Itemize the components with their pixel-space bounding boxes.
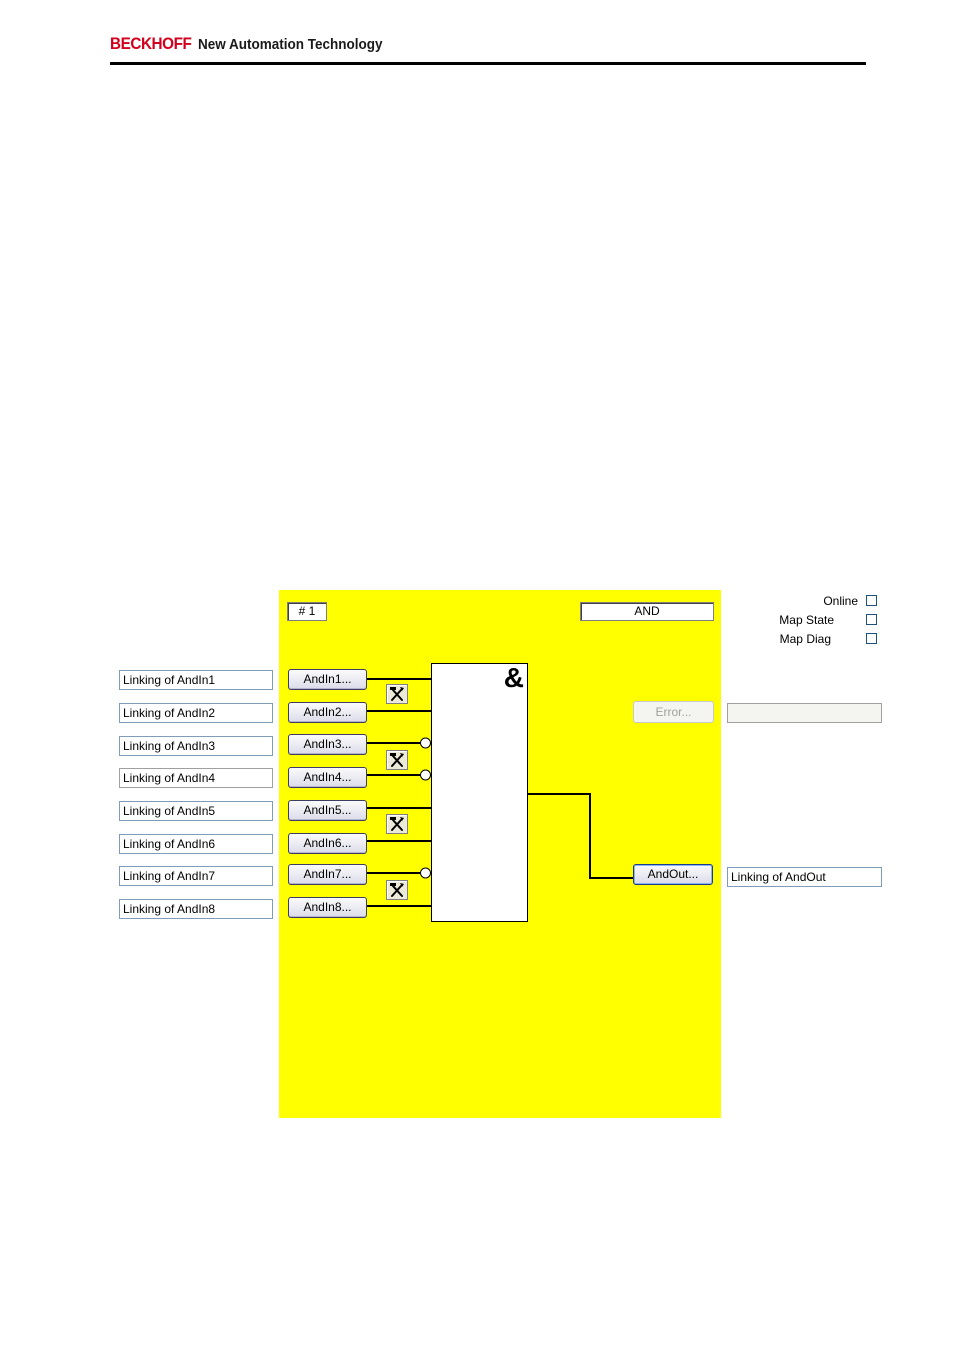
link-field-andin7[interactable]: Linking of AndIn7 bbox=[119, 866, 273, 886]
header-divider bbox=[110, 62, 866, 65]
online-checkbox[interactable] bbox=[866, 595, 877, 606]
block-type-field[interactable]: AND bbox=[580, 602, 714, 621]
andin2-button[interactable]: AndIn2... bbox=[288, 702, 367, 723]
hammer-wrench-icon bbox=[390, 817, 404, 831]
invert-marker-7 bbox=[420, 867, 431, 879]
invert-marker-3 bbox=[420, 737, 431, 749]
link-field-andin1[interactable]: Linking of AndIn1 bbox=[119, 670, 273, 690]
andin3-button[interactable]: AndIn3... bbox=[288, 734, 367, 755]
link-field-andin2[interactable]: Linking of AndIn2 bbox=[119, 703, 273, 723]
link-field-andin4[interactable]: Linking of AndIn4 bbox=[119, 768, 273, 788]
online-label: Online bbox=[823, 594, 858, 608]
hammer-wrench-icon bbox=[390, 883, 404, 897]
config-pair-5-6-button[interactable] bbox=[386, 814, 408, 834]
error-button: Error... bbox=[633, 701, 714, 723]
link-field-andin6[interactable]: Linking of AndIn6 bbox=[119, 834, 273, 854]
brand-tagline: New Automation Technology bbox=[198, 36, 383, 53]
invert-marker-4 bbox=[420, 769, 431, 781]
and-gate-symbol: & bbox=[503, 662, 524, 693]
and-gate-block: & bbox=[431, 662, 528, 922]
instance-button[interactable]: # 1 bbox=[287, 602, 327, 621]
andin8-button[interactable]: AndIn8... bbox=[288, 897, 367, 918]
error-field bbox=[727, 703, 882, 723]
andin1-button[interactable]: AndIn1... bbox=[288, 669, 367, 690]
config-pair-7-8-button[interactable] bbox=[386, 880, 408, 900]
link-field-andin3[interactable]: Linking of AndIn3 bbox=[119, 736, 273, 756]
map-state-label: Map State bbox=[779, 613, 834, 627]
link-field-andout[interactable]: Linking of AndOut bbox=[727, 867, 882, 887]
andin6-button[interactable]: AndIn6... bbox=[288, 833, 367, 854]
link-field-andin8[interactable]: Linking of AndIn8 bbox=[119, 899, 273, 919]
andin5-button[interactable]: AndIn5... bbox=[288, 800, 367, 821]
map-diag-label: Map Diag bbox=[779, 632, 831, 646]
map-diag-checkbox[interactable] bbox=[866, 633, 877, 644]
hammer-wrench-icon bbox=[390, 753, 404, 767]
map-state-checkbox[interactable] bbox=[866, 614, 877, 625]
config-pair-1-2-button[interactable] bbox=[386, 684, 408, 704]
brand-logo: BECKHOFF bbox=[110, 34, 192, 53]
andin4-button[interactable]: AndIn4... bbox=[288, 767, 367, 788]
config-pair-3-4-button[interactable] bbox=[386, 750, 408, 770]
andin7-button[interactable]: AndIn7... bbox=[288, 864, 367, 885]
andout-button[interactable]: AndOut... bbox=[633, 864, 713, 885]
link-field-andin5[interactable]: Linking of AndIn5 bbox=[119, 801, 273, 821]
hammer-wrench-icon bbox=[390, 687, 404, 701]
